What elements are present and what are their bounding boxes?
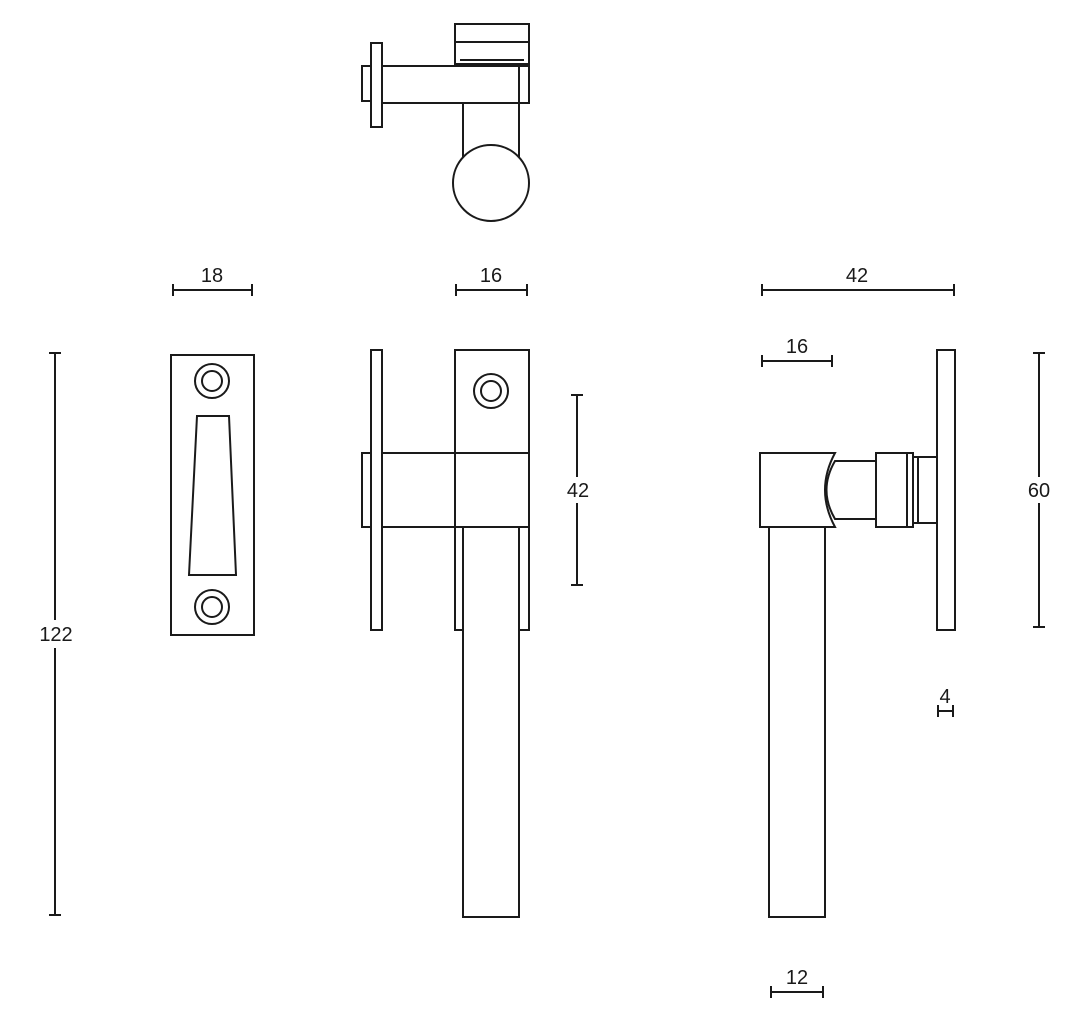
top-view [361,23,530,222]
side-view [759,349,956,918]
striker-screw-hole-top-inner [201,370,223,392]
front-view-spindle-stub [361,452,372,528]
dimension-spindle-block-height: 42 [562,394,592,586]
dimension-front-width: 16 [455,265,528,296]
top-view-backplate [370,42,383,128]
dimension-label-42-depth: 42 [846,265,868,287]
side-view-hub [759,452,837,528]
top-view-block [454,23,530,65]
top-view-spindle-stub [361,65,372,102]
front-view [361,349,530,918]
striker-screw-hole-top-outer [194,363,230,399]
striker-screw-hole-bottom-inner [201,596,223,618]
dimension-lever-width: 12 [770,967,824,998]
top-view-knob [452,144,530,222]
dimension-overall-height: 122 [36,352,76,916]
side-view-lever [768,526,826,918]
front-view-backplate [370,349,383,631]
dimension-label-18: 18 [201,265,223,287]
dimension-overall-depth: 42 [761,265,955,296]
striker-keeper-slot [187,415,238,576]
dimension-striker-width: 18 [172,265,253,296]
dimension-backplate-thickness: 4 [937,686,954,717]
dimension-label-60: 60 [1028,480,1050,502]
side-view-neck [825,460,877,520]
striker-plate-view [170,354,255,636]
dimension-label-122: 122 [39,624,72,646]
dimension-backplate-height: 60 [1024,352,1054,628]
dimension-label-4: 4 [939,686,950,708]
side-view-rosette-plate [936,349,956,631]
front-view-screw-hole-outer [473,373,509,409]
dimension-label-16-side: 16 [786,336,808,358]
side-view-washer [912,456,938,524]
front-view-lever [462,526,520,918]
striker-screw-hole-bottom-outer [194,589,230,625]
dimension-label-12: 12 [786,967,808,989]
dimension-label-16-front: 16 [480,265,502,287]
dimension-stem-depth: 16 [761,336,833,367]
front-view-screw-hole-inner [480,380,502,402]
top-view-bar [381,65,530,104]
dimension-label-42-vertical: 42 [567,480,589,502]
